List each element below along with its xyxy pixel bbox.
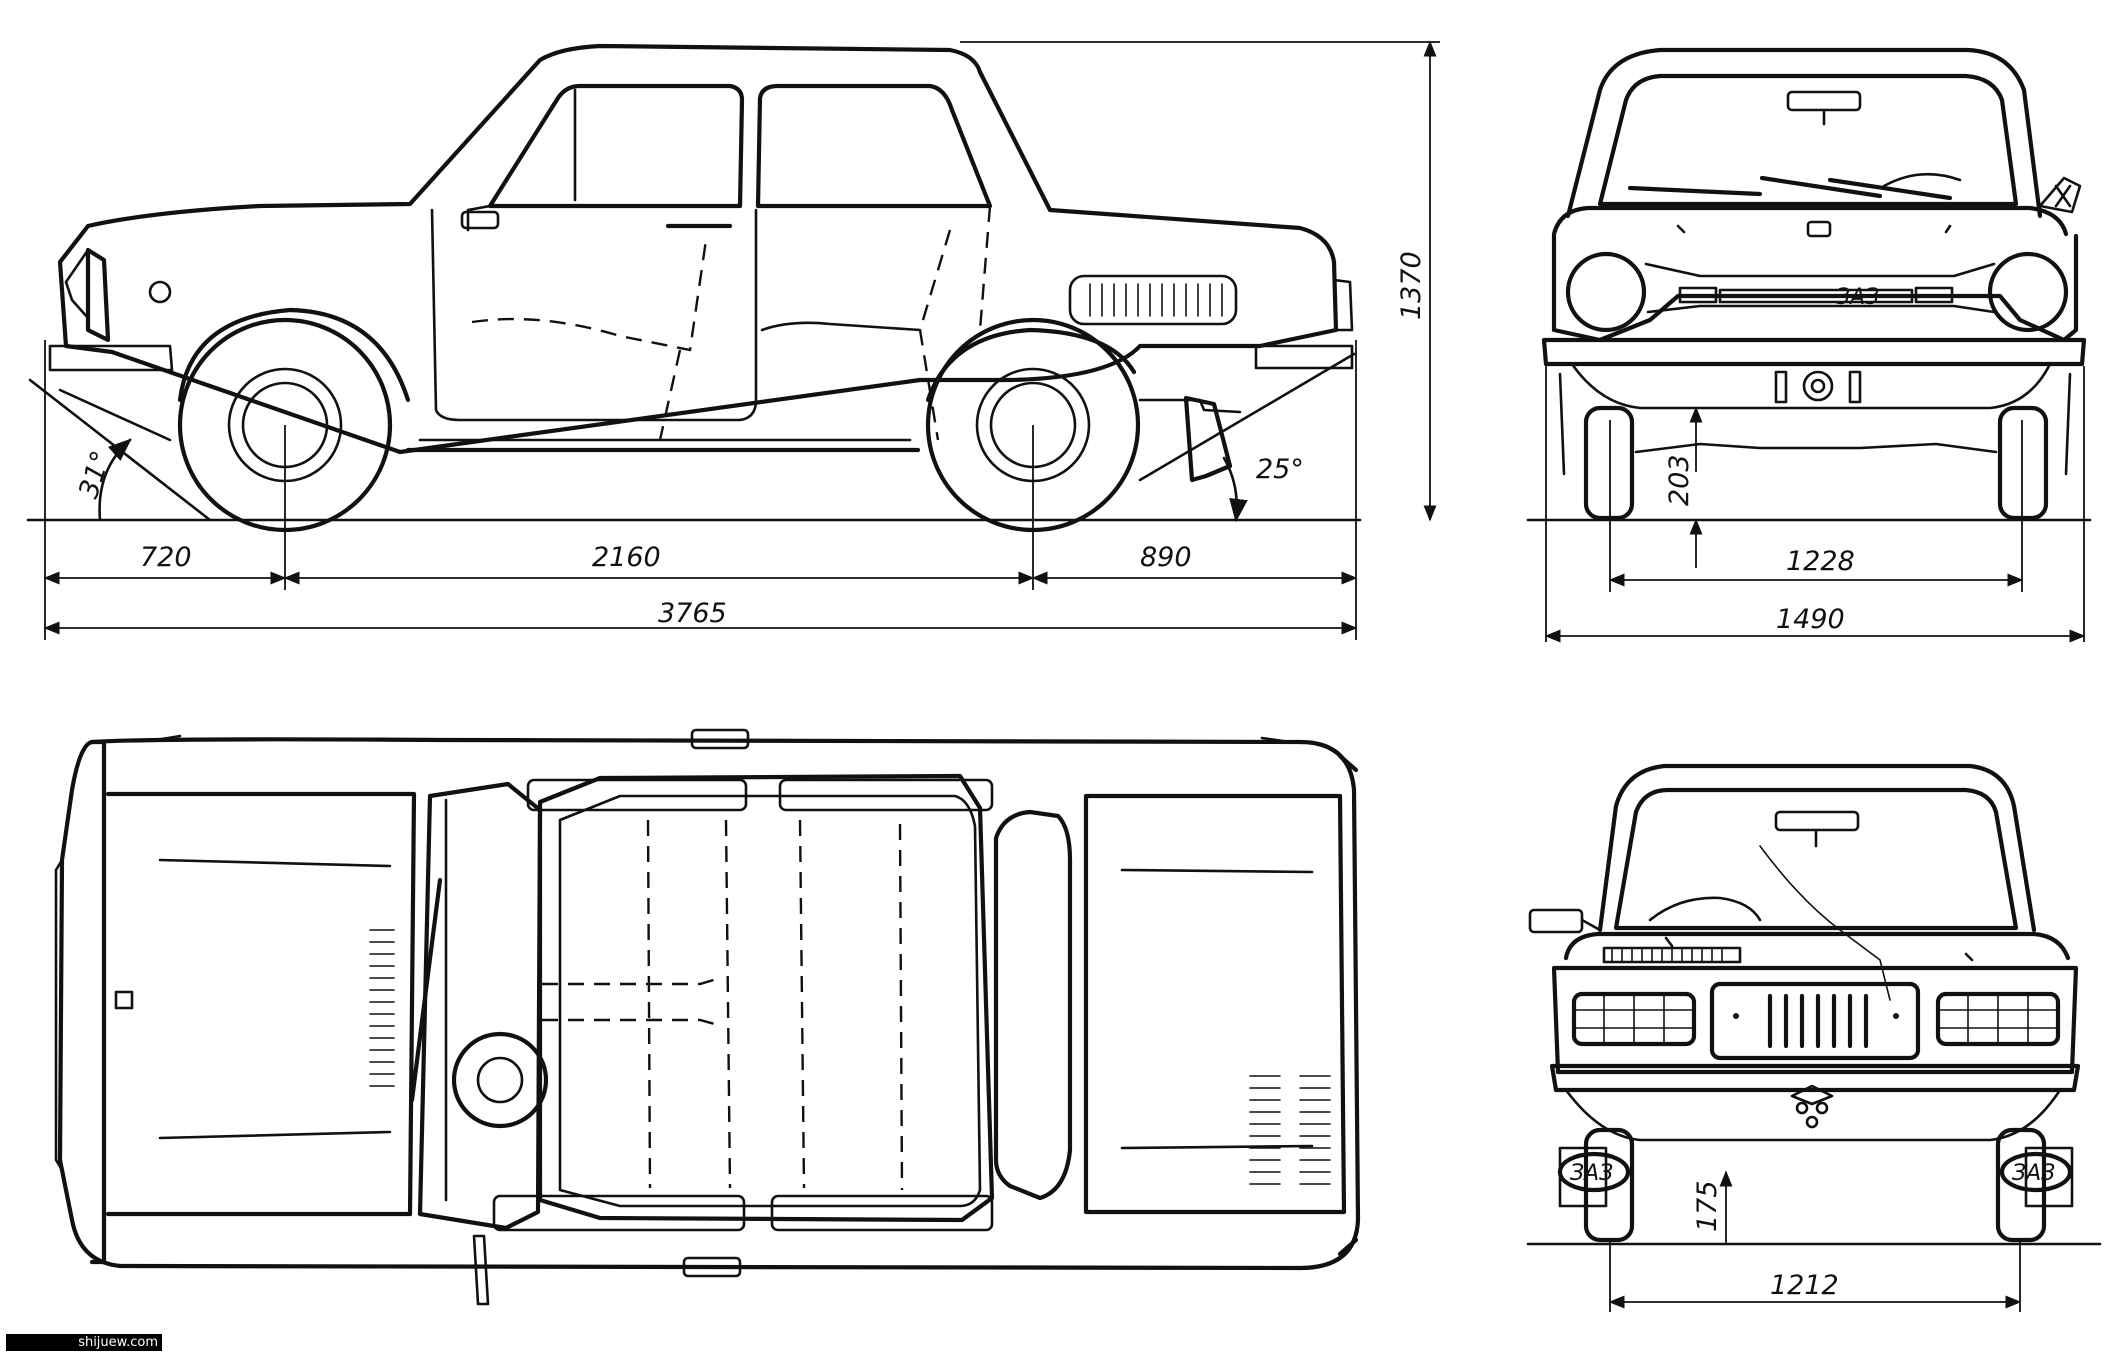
rear-overhang-label: 890 <box>1140 542 1192 573</box>
watermark: shijuew.com <box>6 1334 162 1351</box>
rear-clearance-label: 175 <box>1692 1180 1723 1232</box>
front-badge: ЗАЗ <box>1836 285 1879 310</box>
side-body-outline <box>57 43 1339 455</box>
top-roof <box>537 773 995 1223</box>
side-rear-window <box>755 83 993 209</box>
rear-wheel-right <box>1995 1127 2047 1243</box>
front-clearance-label: 203 <box>1664 454 1695 506</box>
rear-plate-left: ЗАЗ <box>1570 1161 1613 1186</box>
height-label: 1370 <box>1396 251 1427 320</box>
wheelbase-label: 2160 <box>592 542 661 573</box>
rear-taillight-right <box>1935 991 2061 1047</box>
front-track-label: 1228 <box>1786 546 1855 577</box>
rear-taillight-left <box>1571 991 1697 1047</box>
front-overhang-label: 720 <box>140 542 192 573</box>
rear-plate-right: ЗАЗ <box>2012 1161 2055 1186</box>
overall-width-label: 1490 <box>1776 604 1845 635</box>
overall-length-label: 3765 <box>658 598 727 629</box>
front-wheel-right <box>1997 405 2049 521</box>
rear-wheel-left <box>1583 1127 1635 1243</box>
front-wheel-left <box>1583 405 1635 521</box>
side-front-window <box>487 83 745 209</box>
approach-angle-label: 31° <box>73 447 117 502</box>
rear-track-label: 1212 <box>1770 1270 1839 1301</box>
top-view <box>54 728 1361 1306</box>
front-view: ЗАЗ 203 1228 1490 <box>1526 47 2092 643</box>
top-body-outline <box>57 737 1361 1271</box>
departure-angle-label: 25° <box>1256 454 1304 485</box>
front-headlight-left <box>1565 251 1647 333</box>
front-headlight-right <box>1987 251 2069 333</box>
side-view: 31° 25° 720 2160 890 3765 1370 <box>26 40 1440 640</box>
rear-view: ЗАЗ ЗАЗ 1212 175 <box>1526 763 2102 1312</box>
front-windshield <box>1597 73 2019 207</box>
rear-window <box>1613 787 2019 931</box>
